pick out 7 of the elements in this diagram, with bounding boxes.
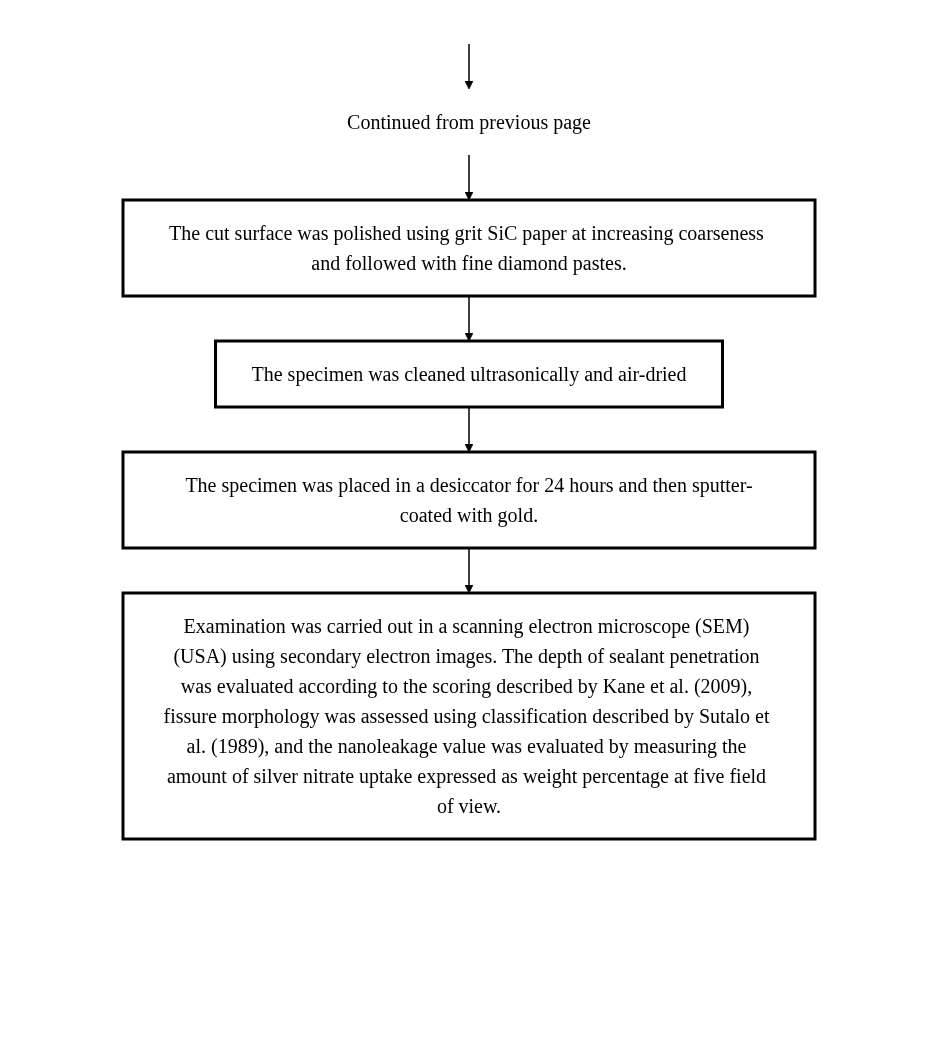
arrow (464, 43, 474, 90)
node-box: The specimen was placed in a desiccator for 24 hours and then sputter-coated with gold. (121, 450, 817, 550)
node-text: Continued from previous page (347, 111, 591, 133)
node-box: The specimen was cleaned ultrasonically and air-dried (214, 339, 724, 409)
node-box: The cut surface was polished using grit SiC paper at increasing coarseness and followed with fine diamond pastes. (121, 198, 817, 298)
arrow (464, 154, 474, 201)
node-box: Examination was carried out in a scanning electron microscope (SEM) (USA) using secondary electron images. The depth of sealant penetration was evaluated according to the scoring described by Kane et al. (2009), fissure morphology was assessed using classification described by Sutalo et al. (1989), and the nanoleakage value was evaluated by measuring the amount of silver nitrate uptake expressed as weight percentage at five field of view. (121, 591, 817, 841)
